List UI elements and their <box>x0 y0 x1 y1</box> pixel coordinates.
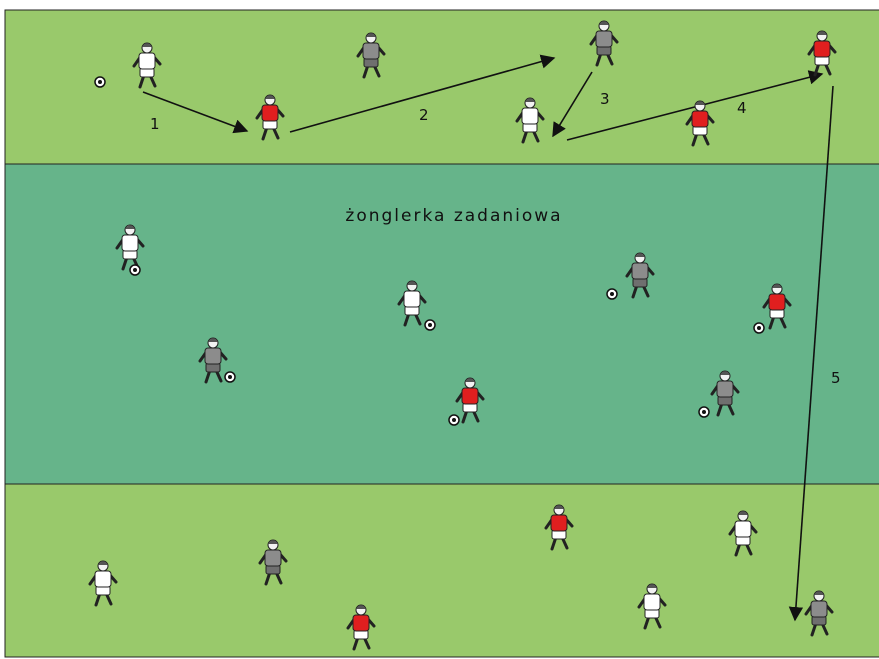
step-label-2: 2 <box>419 106 429 124</box>
juggling-zone-label: żonglerka zadaniowa <box>345 206 562 226</box>
ball <box>607 289 617 299</box>
bottom-zone <box>5 484 879 657</box>
ball <box>754 323 764 333</box>
step-label-5: 5 <box>831 369 841 387</box>
ball <box>425 320 435 330</box>
top-zone <box>5 10 879 164</box>
ball <box>699 407 709 417</box>
step-label-1: 1 <box>150 115 160 133</box>
ball <box>95 77 105 87</box>
ball <box>130 265 140 275</box>
step-label-3: 3 <box>600 90 610 108</box>
ball <box>449 415 459 425</box>
ball <box>225 372 235 382</box>
step-label-4: 4 <box>737 99 747 117</box>
